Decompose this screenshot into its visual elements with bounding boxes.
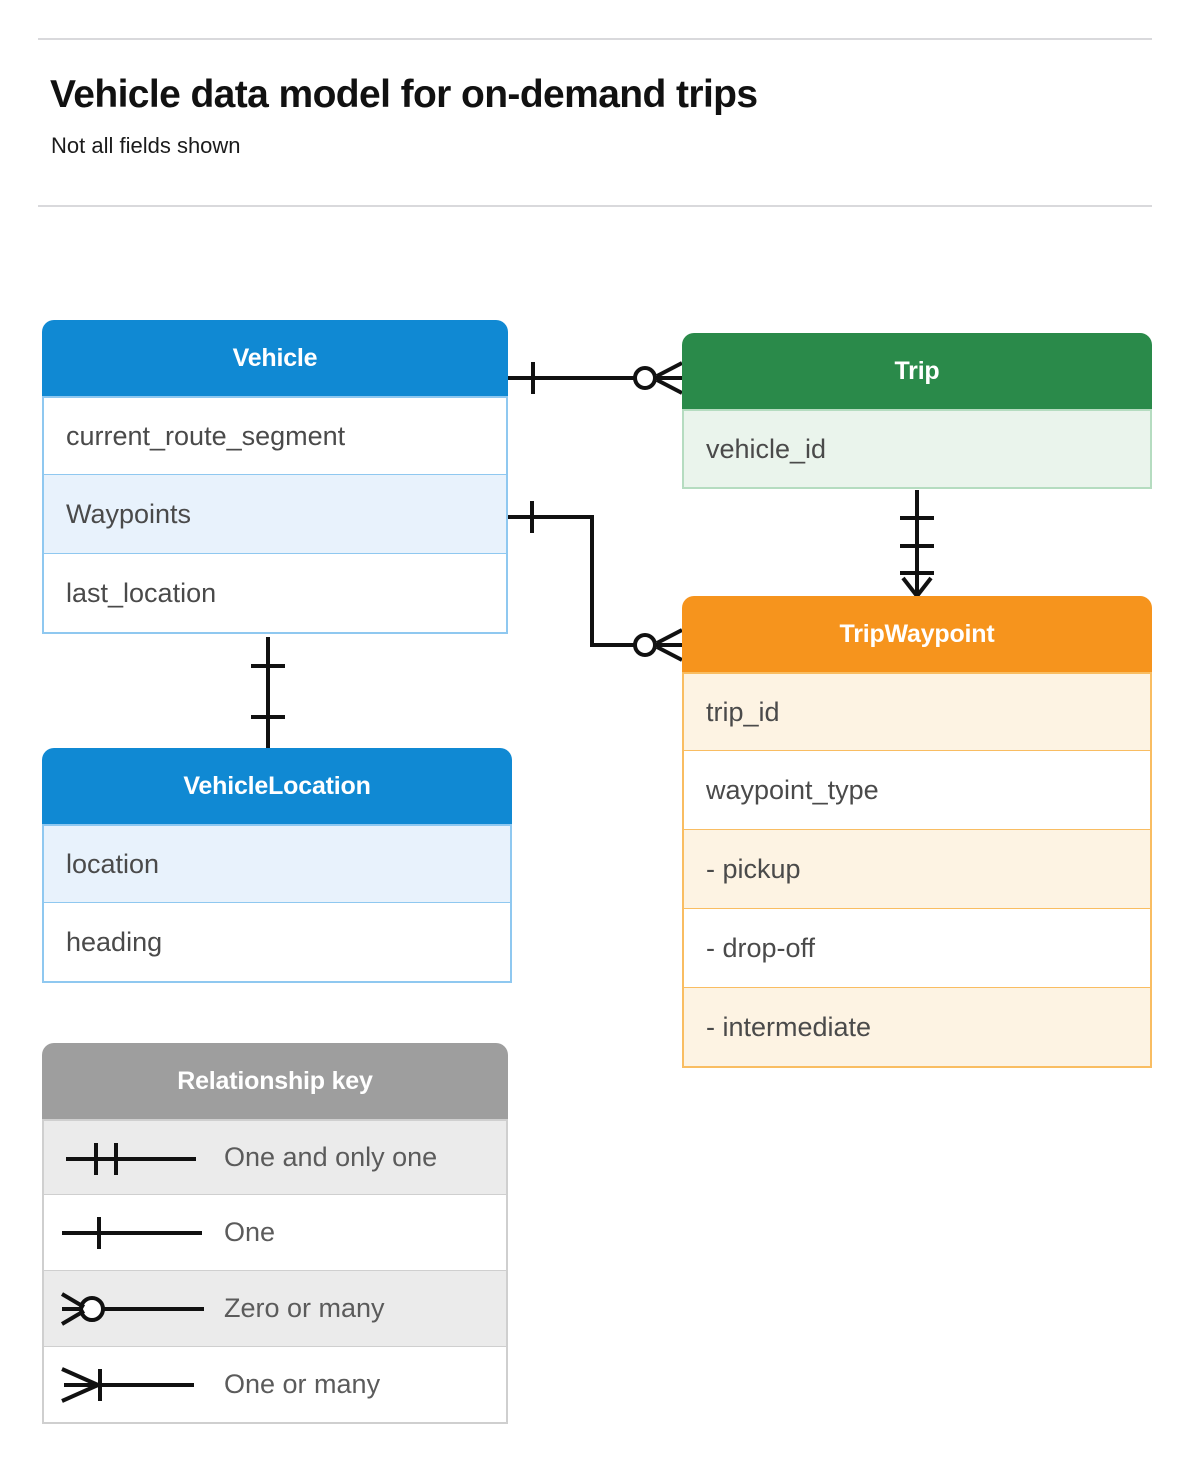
entity-tripwaypoint-title: TripWaypoint xyxy=(682,596,1152,673)
legend-item-label: One and only one xyxy=(224,1142,438,1172)
field-row[interactable]: vehicle_id xyxy=(682,409,1152,489)
legend-item-zero-or-many: Zero or many xyxy=(42,1271,508,1348)
one-or-many-icon xyxy=(44,1347,224,1422)
legend-item-one: One xyxy=(42,1195,508,1272)
entity-vehiclelocation[interactable]: VehicleLocation location heading xyxy=(42,748,512,983)
one-icon xyxy=(44,1195,224,1270)
field-row[interactable]: heading xyxy=(42,903,512,983)
field-row[interactable]: - drop-off xyxy=(682,909,1152,989)
legend-item-label: Zero or many xyxy=(224,1293,385,1323)
entity-tripwaypoint[interactable]: TripWaypoint trip_id waypoint_type - pic… xyxy=(682,596,1152,1068)
field-row[interactable]: trip_id xyxy=(682,672,1152,752)
header-divider-top xyxy=(38,38,1152,40)
connector-vehicle-vehiclelocation xyxy=(251,637,285,748)
legend-item-one-or-many: One or many xyxy=(42,1347,508,1424)
connector-trip-tripwaypoint xyxy=(900,490,934,598)
legend-title: Relationship key xyxy=(42,1043,508,1120)
header-divider-bottom xyxy=(38,205,1152,207)
field-row[interactable]: current_route_segment xyxy=(42,396,508,476)
one-and-only-one-icon xyxy=(44,1121,224,1194)
field-row[interactable]: - intermediate xyxy=(682,988,1152,1068)
connector-waypoints-tripwaypoint xyxy=(508,501,683,662)
legend-item-label: One or many xyxy=(224,1369,381,1399)
legend-item-one-and-only-one: One and only one xyxy=(42,1119,508,1196)
page-title: Vehicle data model for on-demand trips xyxy=(50,73,758,116)
entity-trip[interactable]: Trip vehicle_id xyxy=(682,333,1152,489)
entity-vehiclelocation-title: VehicleLocation xyxy=(42,748,512,825)
legend-item-label: One xyxy=(224,1217,276,1247)
field-row[interactable]: Waypoints xyxy=(42,475,508,555)
connector-vehicle-trip xyxy=(508,361,683,395)
entity-vehicle[interactable]: Vehicle current_route_segment Waypoints … xyxy=(42,320,508,634)
zero-or-many-icon xyxy=(44,1271,224,1346)
page-subtitle: Not all fields shown xyxy=(51,133,241,158)
entity-trip-title: Trip xyxy=(682,333,1152,410)
entity-vehicle-title: Vehicle xyxy=(42,320,508,397)
field-row[interactable]: - pickup xyxy=(682,830,1152,910)
field-row[interactable]: waypoint_type xyxy=(682,751,1152,831)
relationship-key-legend: Relationship key One and only one xyxy=(42,1043,508,1424)
field-row[interactable]: last_location xyxy=(42,554,508,634)
field-row[interactable]: location xyxy=(42,824,512,904)
